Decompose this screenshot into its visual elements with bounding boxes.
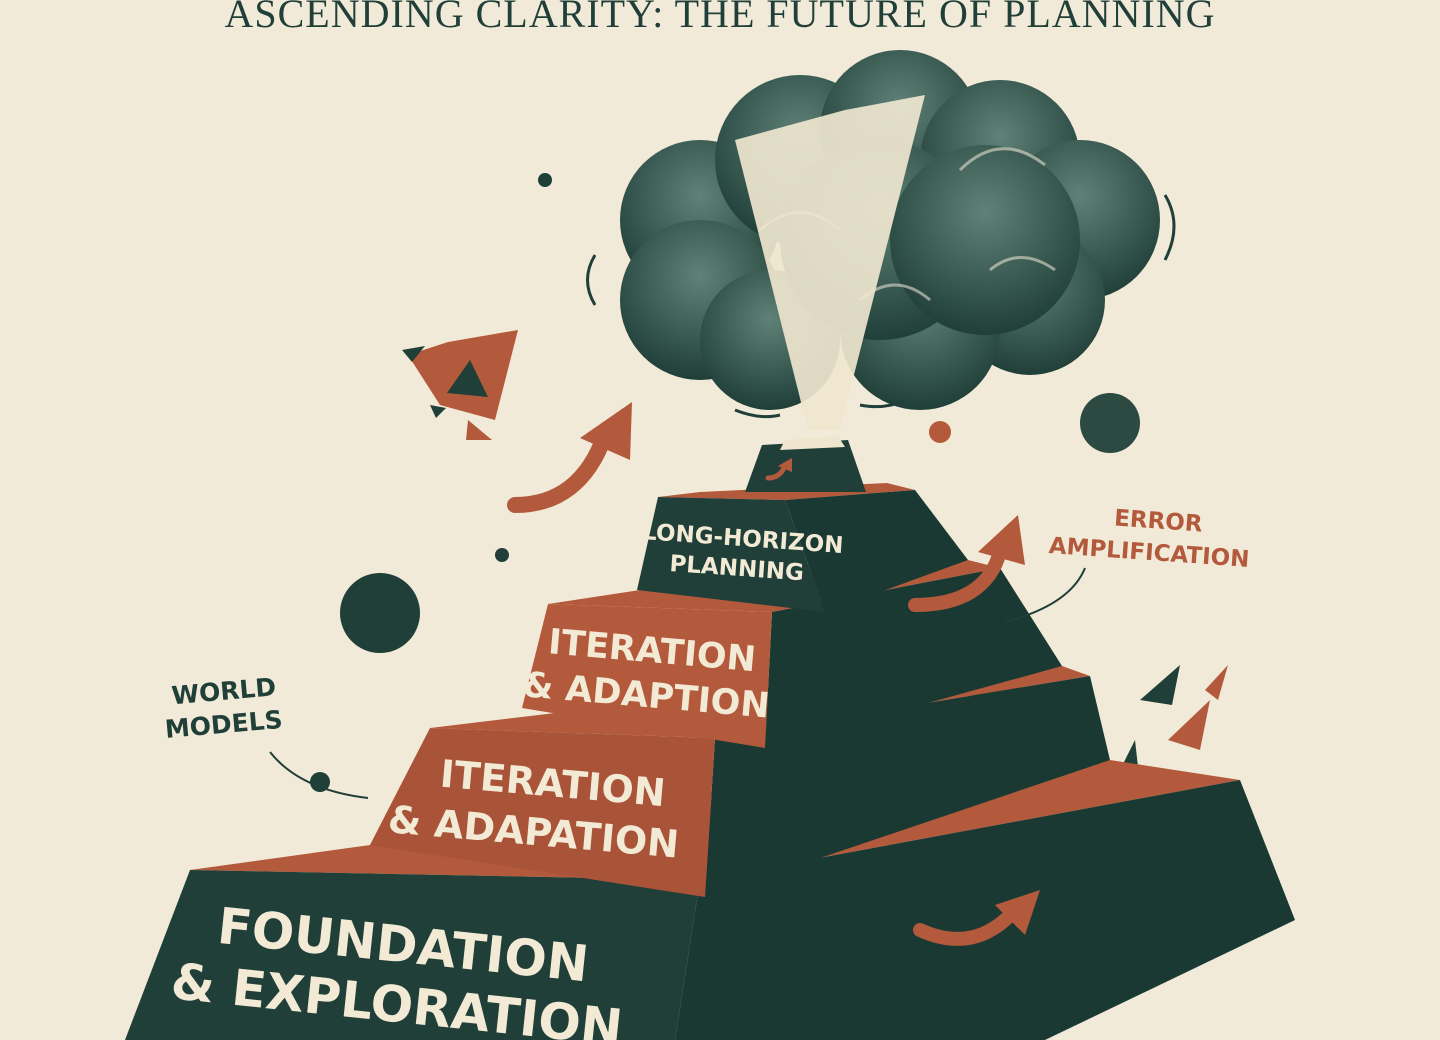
callout-error-amplification: ERROR AMPLIFICATION (1048, 505, 1250, 573)
dark-dot (538, 173, 552, 187)
callout-leader-line (269, 751, 369, 799)
shards-left (402, 330, 518, 440)
error-amplification-line1: ERROR (1113, 505, 1203, 537)
motion-marks (586, 194, 1176, 419)
callout-leader-line (1004, 567, 1086, 623)
dark-sphere (340, 573, 420, 653)
arrow-icon (507, 402, 632, 513)
capstone (745, 436, 866, 492)
dark-sphere (1080, 393, 1140, 453)
tier-top (637, 483, 968, 612)
callout-world-models: WORLD MODELS (164, 672, 284, 744)
light-beam (735, 95, 925, 430)
world-models-line1: WORLD (170, 672, 277, 710)
rust-dot (929, 421, 951, 443)
dark-dot (495, 548, 509, 562)
error-amplification-line2: AMPLIFICATION (1048, 533, 1250, 573)
world-models-line2: MODELS (164, 705, 284, 744)
arrow-icon (908, 515, 1025, 612)
callout-dot (310, 772, 330, 792)
arrow-icon (913, 890, 1040, 946)
arrow-icon (765, 458, 792, 481)
page-title: ASCENDING CLARITY: THE FUTURE OF PLANNIN… (224, 0, 1216, 36)
